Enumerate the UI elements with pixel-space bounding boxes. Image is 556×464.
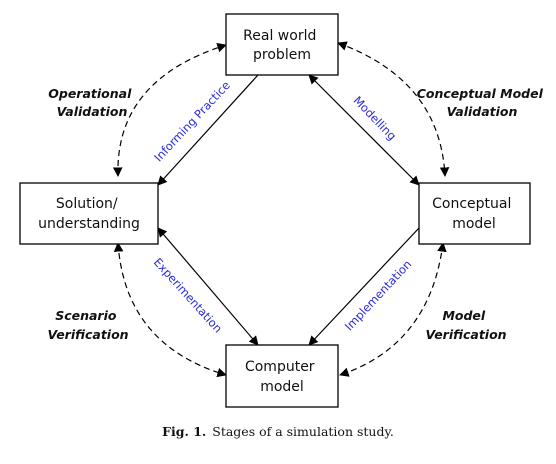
informing-practice-arrow [157,74,259,186]
scenario-verification-label: Scenario Verification [47,308,128,342]
figure-caption-text: Stages of a simulation study. [212,424,394,439]
svg-text:Conceptual model: Conceptual model [432,196,516,232]
operational-validation-label: Operational Validation [48,86,135,119]
computer-model-node: Computer model [225,344,339,408]
implementation-arrow [308,227,420,346]
modelling-arrow [308,74,420,186]
informing-practice-label: Informing Practice [151,78,233,164]
svg-text:Real world problem: Real world problem [243,28,321,63]
conceptual-model-node: Conceptual model [418,182,531,245]
model-verification-arc [339,242,447,377]
svg-text:Computer model: Computer model [245,359,319,395]
conceptual-model-validation-arc [337,41,450,177]
conceptual-model-validation-label: Conceptual Model Validation [417,86,548,119]
scenario-verification-arc [113,242,227,378]
figure-caption: Fig. 1. Stages of a simulation study. [0,424,556,439]
model-verification-label: Model Verification [425,308,506,342]
experimentation-label: Experimentation [151,255,225,335]
solution-understanding-node: Solution/ understanding [19,182,159,245]
modelling-label: Modelling [351,93,400,143]
svg-text:Solution/ understanding: Solution/ understanding [38,196,140,232]
figure-number: Fig. 1. [162,424,207,439]
implementation-label: Implementation [342,257,415,333]
real-world-problem-node: Real world problem [225,13,339,76]
operational-validation-arc [112,43,227,177]
